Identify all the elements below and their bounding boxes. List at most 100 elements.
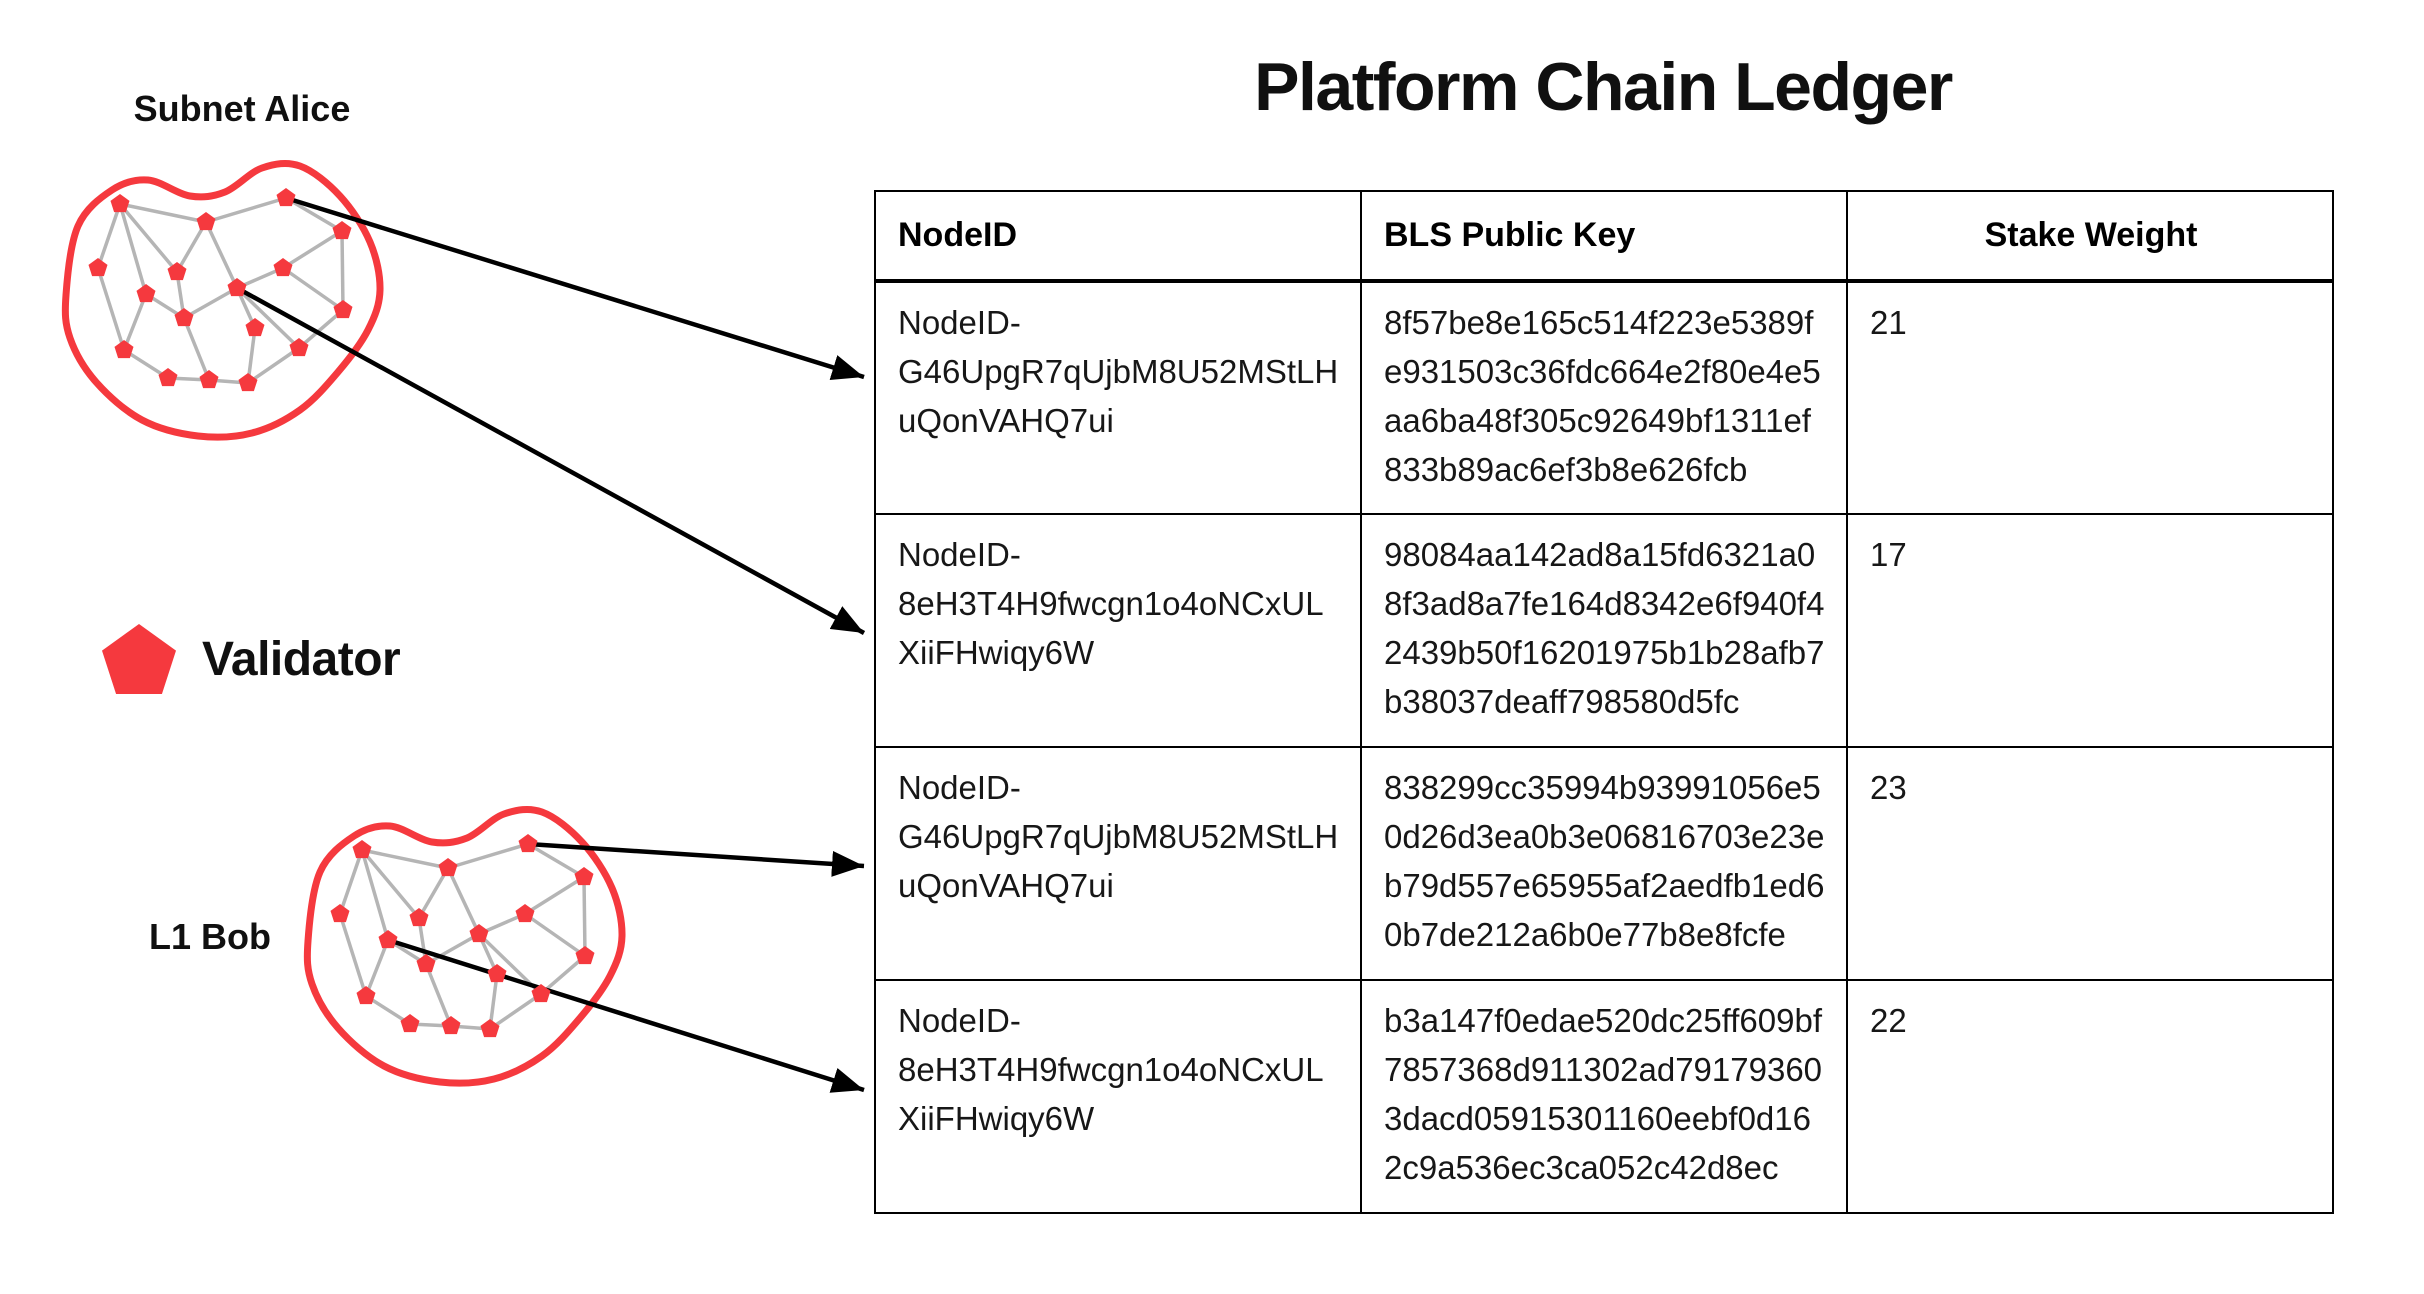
validator-node-icon: [409, 908, 429, 927]
network-edge: [340, 230, 345, 311]
network-edge: [182, 317, 211, 381]
network-edge: [523, 912, 587, 958]
validator-node-icon: [515, 904, 535, 923]
network-edge: [360, 849, 390, 941]
stake-weight-cell: 23: [1846, 746, 2334, 981]
network-edge: [175, 221, 208, 273]
mapping-arrow: [235, 286, 866, 635]
validator-node-icon: [400, 1014, 420, 1033]
network-edge: [338, 849, 364, 915]
network-edge: [424, 963, 453, 1027]
platform-chain-ledger-table: NodeID BLS Public Key Stake Weight NodeI…: [874, 190, 2334, 1214]
column-header-stake-weight: Stake Weight: [1846, 190, 2334, 283]
validator-node-icon: [356, 986, 376, 1005]
network-edge: [417, 867, 450, 919]
nodeid-cell: NodeID-8eH3T4H9fwcgn1o4oNCxULXiiFHwiqy6W: [874, 513, 1362, 748]
table-row: NodeID-G46UpgR7qUjbM8U52MStLHuQonVAHQ7ui…: [874, 280, 2334, 515]
network-edge: [361, 848, 449, 870]
network-edge: [582, 876, 587, 957]
stake-weight-cell: 21: [1846, 280, 2334, 515]
network-edge: [96, 267, 126, 351]
network-edge: [122, 293, 148, 351]
validator-node-icon: [245, 318, 265, 337]
validator-node-icon: [333, 300, 353, 319]
bls-public-key-cell: b3a147f0edae520dc25ff609bf7857368d911302…: [1360, 979, 1848, 1214]
table-header-row: NodeID BLS Public Key Stake Weight: [874, 190, 2334, 283]
validator-node-icon: [574, 867, 594, 886]
validator-node-icon: [114, 340, 134, 359]
network-edge: [118, 202, 179, 274]
network-edge: [527, 842, 585, 879]
validator-node-icon: [518, 834, 538, 853]
validator-node-icon: [438, 858, 458, 877]
network-edge: [425, 932, 480, 966]
validator-node-icon: [416, 954, 436, 973]
validator-pentagon-icon: [102, 624, 176, 694]
network-edge: [118, 203, 148, 295]
validator-node-icon: [378, 930, 398, 949]
bls-public-key-cell: 838299cc35994b93991056e50d26d3ea0b3e0681…: [1360, 746, 1848, 981]
network-edge: [338, 913, 368, 997]
validator-node-icon: [352, 840, 372, 859]
network-edge: [489, 992, 542, 1031]
validator-node-icon: [174, 308, 194, 327]
network-edge: [539, 954, 587, 996]
validator-node-icon: [136, 284, 156, 303]
network-edge: [364, 939, 390, 997]
validator-node-icon: [575, 946, 595, 965]
validator-legend-label: Validator: [202, 632, 401, 686]
subnet-alice-boundary: [61, 159, 384, 441]
network-edge: [285, 196, 343, 233]
stake-weight-cell: 22: [1846, 979, 2334, 1214]
network-edge: [205, 196, 287, 224]
validator-node-icon: [158, 368, 178, 387]
network-edge: [96, 203, 122, 269]
validator-legend: Validator: [102, 620, 401, 698]
network-edge: [360, 848, 421, 920]
mapping-arrow: [527, 841, 865, 877]
mapping-arrow: [285, 195, 865, 380]
network-edge: [235, 286, 301, 350]
validator-node-icon: [469, 924, 489, 943]
network-edge: [488, 973, 499, 1030]
network-edge: [282, 229, 343, 270]
validator-node-icon: [196, 212, 216, 231]
network-edge: [281, 266, 345, 312]
network-edge: [524, 875, 585, 916]
page-title: Platform Chain Ledger: [1254, 49, 1953, 125]
subnet-alice-label: Subnet Alice: [133, 88, 351, 129]
network-edge: [204, 221, 239, 289]
table-row: NodeID-G46UpgR7qUjbM8U52MStLHuQonVAHQ7ui…: [874, 746, 2334, 981]
validator-node-icon: [487, 964, 507, 983]
network-edge: [183, 286, 238, 320]
bls-public-key-cell: 98084aa142ad8a15fd6321a08f3ad8a7fe164d83…: [1360, 513, 1848, 748]
validator-node-icon: [273, 258, 293, 277]
network-edge: [246, 327, 257, 384]
nodeid-cell: NodeID-8eH3T4H9fwcgn1o4oNCxULXiiFHwiqy6W: [874, 979, 1362, 1214]
validator-node-icon: [88, 258, 108, 277]
table-row: NodeID-8eH3T4H9fwcgn1o4oNCxULXiiFHwiqy6W…: [874, 979, 2334, 1214]
validator-node-icon: [531, 984, 551, 1003]
network-edge: [446, 867, 481, 935]
table-row: NodeID-8eH3T4H9fwcgn1o4oNCxULXiiFHwiqy6W…: [874, 513, 2334, 748]
column-header-bls-public-key: BLS Public Key: [1360, 190, 1848, 283]
network-edge: [119, 202, 207, 224]
validator-node-icon: [110, 194, 130, 213]
network-edge: [247, 346, 300, 385]
column-header-nodeid: NodeID: [874, 190, 1362, 283]
stake-weight-cell: 17: [1846, 513, 2334, 748]
nodeid-cell: NodeID-G46UpgR7qUjbM8U52MStLHuQonVAHQ7ui: [874, 280, 1362, 515]
l1-bob-label: L1 Bob: [149, 916, 271, 957]
validator-node-icon: [332, 221, 352, 240]
validator-node-icon: [330, 904, 350, 923]
validator-node-icon: [238, 373, 258, 392]
network-edge: [297, 308, 345, 350]
bls-public-key-cell: 8f57be8e165c514f223e5389fe931503c36fdc66…: [1360, 280, 1848, 515]
validator-node-icon: [167, 262, 187, 281]
validator-node-icon: [199, 370, 219, 389]
l1-bob-boundary: [303, 805, 626, 1087]
network-edge: [447, 842, 529, 870]
validator-node-icon: [441, 1016, 461, 1035]
